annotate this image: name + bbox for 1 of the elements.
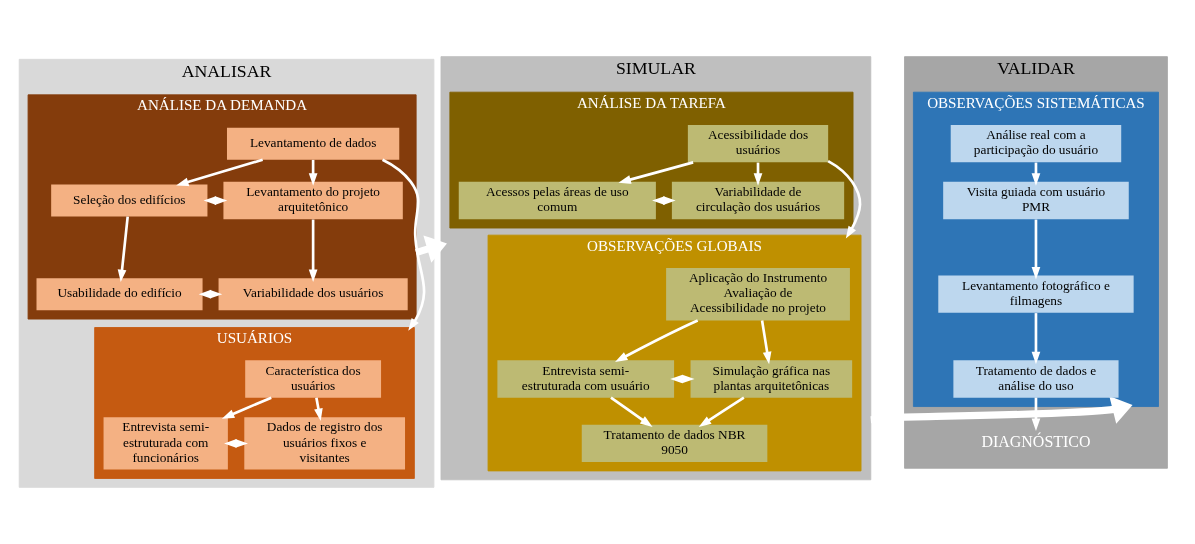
node-text: DIAGNÓSTICO — [981, 433, 1091, 451]
